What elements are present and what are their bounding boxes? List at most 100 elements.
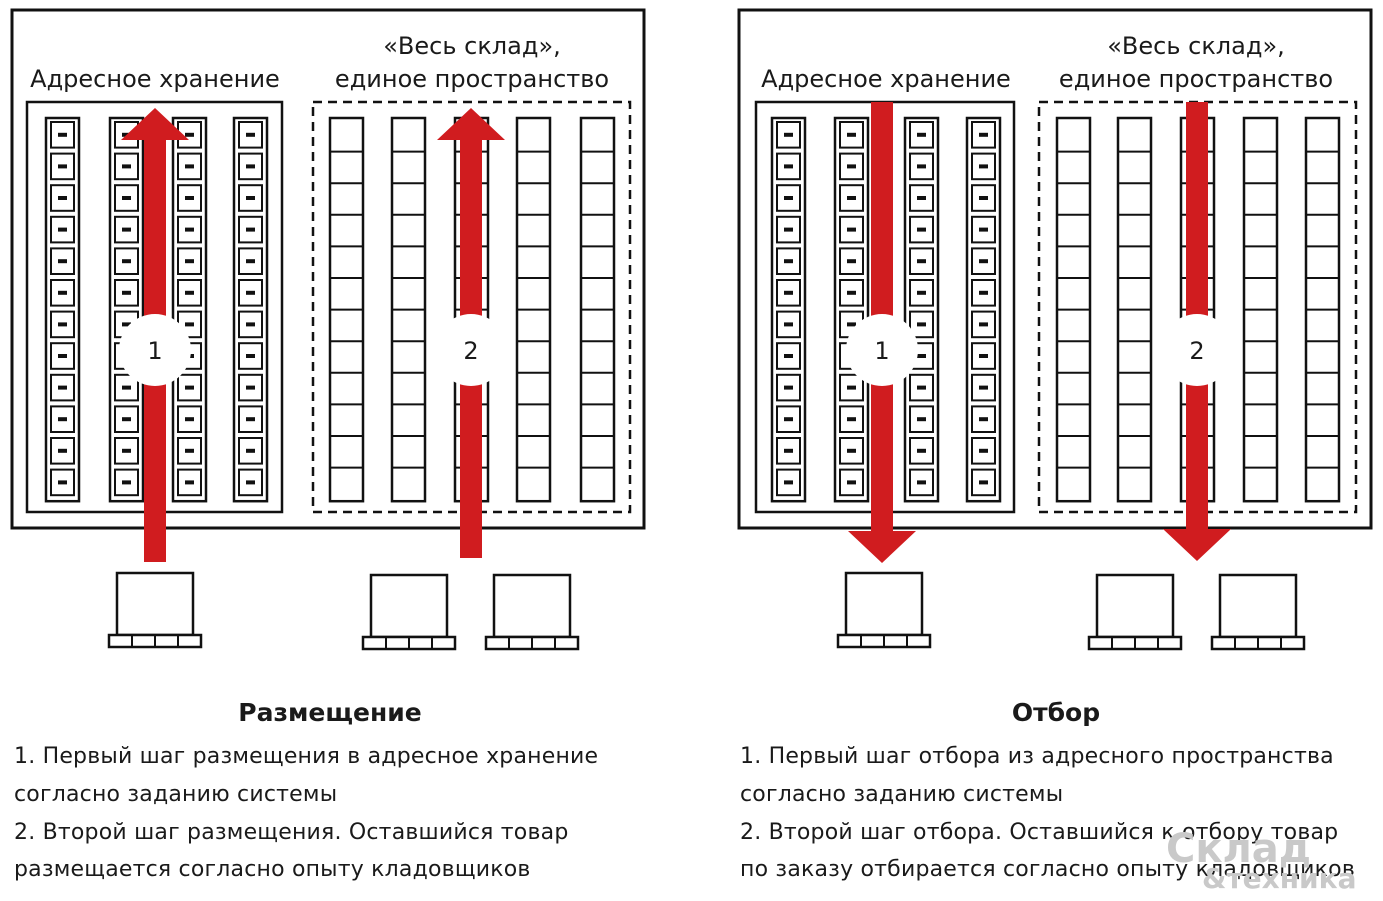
storage-cell bbox=[971, 310, 996, 339]
dock-terminal bbox=[836, 571, 932, 649]
cell-address-mark bbox=[58, 448, 67, 453]
step-2-circle bbox=[435, 314, 507, 386]
docks bbox=[836, 571, 1306, 651]
placement-title: Размещение bbox=[238, 698, 422, 727]
cell-address-mark bbox=[122, 480, 131, 485]
cell-address-mark bbox=[917, 227, 926, 232]
storage-cell bbox=[839, 121, 864, 149]
cell-address-mark bbox=[847, 164, 856, 169]
storage-cell bbox=[238, 184, 263, 212]
cell-address-mark bbox=[58, 132, 67, 137]
rack-frame bbox=[965, 116, 1002, 503]
cell-address-mark bbox=[847, 196, 856, 200]
storage-cell bbox=[238, 215, 263, 244]
cell-address-mark bbox=[185, 417, 194, 422]
placement-text-line-1: 1. Первый шаг размещения в адресное хран… bbox=[14, 744, 599, 769]
addressed-storage-label: Адресное хранение bbox=[761, 65, 1011, 93]
cell-address-mark bbox=[185, 480, 194, 485]
cell-address-mark bbox=[246, 480, 255, 485]
addressed-rack bbox=[171, 116, 208, 503]
placement-text-line-3: 2. Второй шаг размещения. Оставшийся тов… bbox=[14, 820, 569, 845]
storage-cell bbox=[50, 121, 75, 149]
docks bbox=[107, 571, 580, 651]
storage-cell bbox=[909, 215, 934, 244]
picking-panel: Адресное хранение «Весь склад», единое п… bbox=[737, 8, 1373, 651]
storage-cell bbox=[776, 184, 801, 212]
storage-cell bbox=[776, 405, 801, 433]
cell-address-mark bbox=[246, 290, 255, 295]
placement-text-line-2: согласно заданию системы bbox=[14, 782, 338, 807]
storage-cell bbox=[114, 247, 139, 275]
step-1-label: 1 bbox=[147, 337, 162, 365]
cell-address-mark bbox=[185, 322, 194, 327]
storage-cell bbox=[909, 121, 934, 149]
storage-cell bbox=[776, 247, 801, 275]
addressed-rack bbox=[232, 116, 269, 503]
storage-cell bbox=[177, 215, 202, 244]
storage-cell bbox=[971, 405, 996, 433]
storage-cell bbox=[909, 247, 934, 275]
storage-cell bbox=[114, 184, 139, 212]
storage-cell bbox=[971, 121, 996, 149]
storage-cell bbox=[839, 152, 864, 181]
storage-cell bbox=[776, 215, 801, 244]
cell-address-mark bbox=[122, 385, 131, 390]
cell-address-mark bbox=[246, 196, 255, 200]
storage-cell bbox=[776, 342, 801, 370]
warehouse-outline bbox=[737, 8, 1373, 530]
cell-address-mark bbox=[979, 480, 988, 485]
cell-address-mark bbox=[784, 196, 793, 200]
cell-address-mark bbox=[847, 417, 856, 422]
storage-cell bbox=[839, 279, 864, 307]
cell-address-mark bbox=[122, 132, 131, 137]
picking-text-line-2: согласно заданию системы bbox=[740, 782, 1064, 807]
cell-address-mark bbox=[917, 480, 926, 485]
storage-cell bbox=[909, 437, 934, 465]
storage-cell bbox=[238, 247, 263, 275]
cell-address-mark bbox=[246, 322, 255, 327]
addressed-rack bbox=[833, 116, 870, 503]
step-1-circle bbox=[119, 314, 191, 386]
storage-cell bbox=[50, 152, 75, 181]
storage-cell bbox=[177, 468, 202, 497]
storage-cell bbox=[839, 405, 864, 433]
storage-cell bbox=[909, 152, 934, 181]
dock-screen bbox=[1218, 573, 1298, 639]
cell-address-mark bbox=[58, 164, 67, 169]
step-1-marker: 1 bbox=[846, 314, 918, 386]
cell-address-mark bbox=[979, 385, 988, 390]
addressed-racks bbox=[44, 116, 269, 503]
placement-panel: Адресное хранение «Весь склад», единое п… bbox=[10, 8, 646, 651]
cell-address-mark bbox=[917, 322, 926, 327]
cell-address-mark bbox=[784, 290, 793, 295]
cell-address-mark bbox=[58, 480, 67, 485]
cell-address-mark bbox=[185, 290, 194, 295]
cell-address-mark bbox=[58, 290, 67, 295]
dock-screen bbox=[492, 573, 572, 639]
rack-frame bbox=[44, 116, 81, 503]
storage-cell bbox=[909, 405, 934, 433]
cell-address-mark bbox=[784, 354, 793, 358]
cell-address-mark bbox=[784, 322, 793, 327]
logo-line-2: &техника bbox=[1202, 862, 1357, 892]
cell-address-mark bbox=[185, 385, 194, 390]
picking-text-line-1: 1. Первый шаг отбора из адресного простр… bbox=[740, 744, 1334, 769]
cell-address-mark bbox=[979, 354, 988, 358]
storage-cell bbox=[839, 437, 864, 465]
storage-cell bbox=[177, 405, 202, 433]
whole-warehouse-label-line2: единое пространство bbox=[1059, 65, 1333, 93]
cell-address-mark bbox=[246, 164, 255, 169]
cell-address-mark bbox=[917, 196, 926, 200]
placement-text-line-4: размещается согласно опыту кладовщиков bbox=[14, 857, 531, 882]
cell-address-mark bbox=[847, 259, 856, 264]
cell-address-mark bbox=[979, 227, 988, 232]
step-2-marker: 2 bbox=[1161, 314, 1233, 386]
cell-address-mark bbox=[185, 448, 194, 453]
storage-cell bbox=[114, 152, 139, 181]
cell-address-mark bbox=[917, 448, 926, 453]
addressed-storage-label: Адресное хранение bbox=[30, 65, 280, 93]
storage-cell bbox=[971, 215, 996, 244]
cell-address-mark bbox=[58, 196, 67, 200]
storage-cell bbox=[114, 468, 139, 497]
storage-cell bbox=[50, 310, 75, 339]
